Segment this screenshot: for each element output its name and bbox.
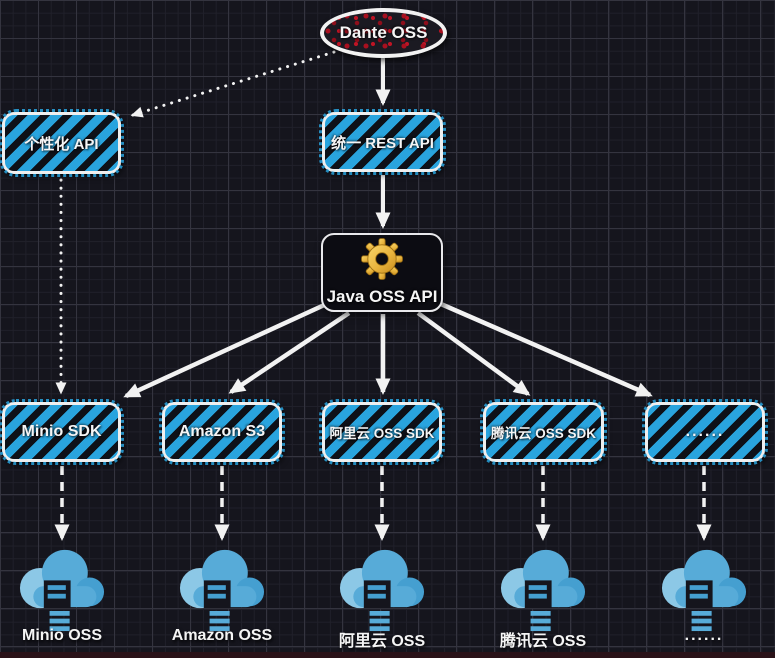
cloud-icon (656, 546, 752, 632)
edge-dante-to-custom-api (130, 50, 336, 118)
label-amazon-oss: Amazon OSS (171, 627, 273, 644)
node-custom-api-label: 个性化 API (24, 135, 99, 153)
label-minio-oss: Minio OSS (22, 627, 102, 644)
edge-java-to-more-sdk (433, 298, 653, 398)
edge-java-to-minio-sdk (123, 298, 334, 399)
node-java-oss-api: Java OSS API (321, 233, 443, 312)
cloud-icon (334, 546, 430, 632)
label-more-oss: ...... (684, 627, 724, 644)
node-minio-sdk: Minio SDK (0, 399, 124, 465)
edge-java-to-tencent-sdk (416, 311, 531, 396)
node-more-sdk-label: ...... (685, 423, 725, 440)
node-dante-oss: Dante OSS (320, 8, 447, 58)
node-java-oss-api-label: Java OSS API (326, 287, 438, 306)
bottom-strip (0, 652, 775, 658)
node-rest-api-label: 统一 REST API (331, 134, 434, 152)
label-aliyun-oss: 阿里云 OSS (338, 633, 426, 650)
node-amazon-s3: Amazon S3 (159, 399, 285, 465)
node-tencent-oss-sdk-label: 腾讯云 OSS SDK (490, 426, 596, 441)
cloud-icon (14, 546, 110, 632)
label-tencent-oss: 腾讯云 OSS (499, 633, 587, 650)
node-tencent-oss-sdk: 腾讯云 OSS SDK (480, 399, 607, 465)
cloud-icon (174, 546, 270, 632)
gear-icon (361, 238, 403, 285)
node-custom-api: 个性化 API (0, 109, 124, 177)
node-amazon-s3-label: Amazon S3 (178, 423, 266, 440)
node-aliyun-oss-sdk: 阿里云 OSS SDK (319, 399, 445, 465)
edge-java-to-amazon-s3 (228, 311, 351, 394)
node-rest-api: 统一 REST API (319, 109, 446, 175)
node-more-sdk: ...... (642, 399, 768, 465)
cloud-icon (495, 546, 591, 632)
node-minio-sdk-label: Minio SDK (21, 423, 102, 440)
node-aliyun-oss-sdk-label: 阿里云 OSS SDK (329, 426, 435, 441)
node-dante-oss-label: Dante OSS (339, 23, 428, 42)
